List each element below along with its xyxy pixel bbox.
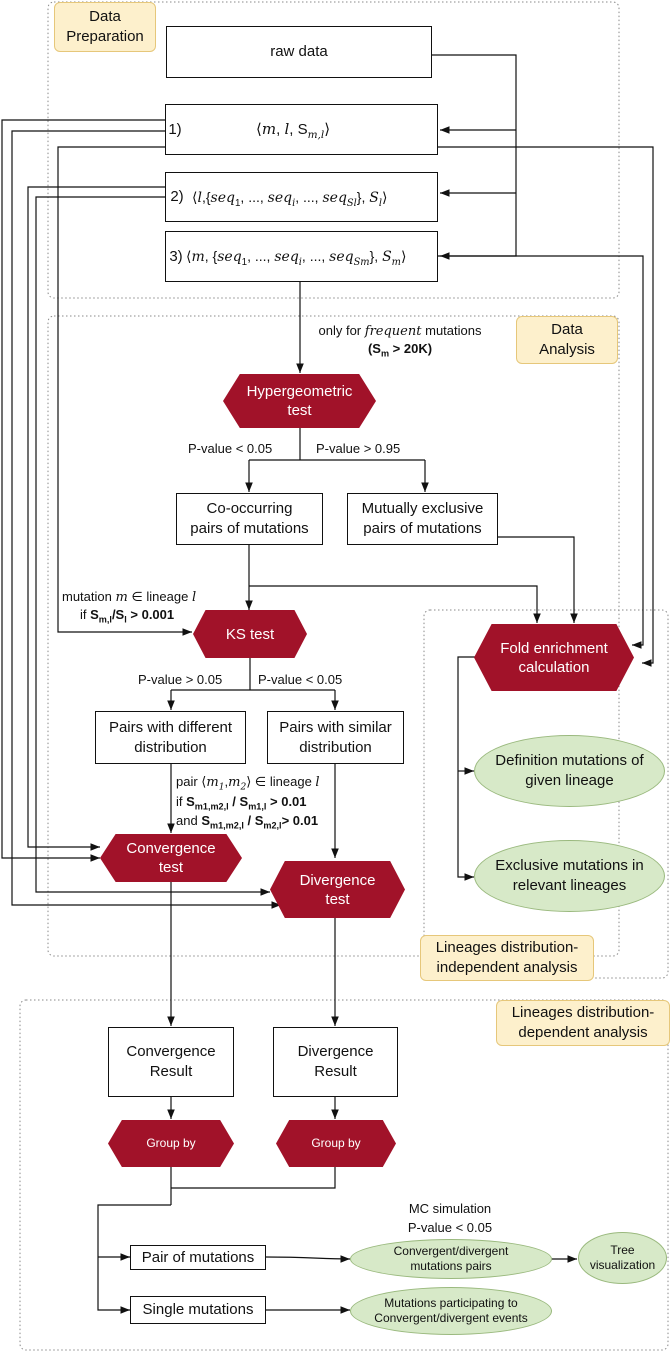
ks-high-pvalue: P-value > 0.05 xyxy=(138,672,223,687)
lineage-sequences-tuple: ⟨l,{seq1, ..., seqi, ..., seqSl}, Sl⟩ xyxy=(192,188,388,209)
mutation-lineage-count-box: 1) ⟨m, l, Sm,l⟩ xyxy=(165,104,438,155)
divergence-result-box: Divergence Result xyxy=(273,1027,398,1097)
lineages-independent-label: Lineages distribution- independent analy… xyxy=(420,935,594,981)
item-1-number: 1) xyxy=(168,120,182,138)
ks-test: KS test xyxy=(193,610,307,658)
definition-mutations-output: Definition mutations of given lineage xyxy=(474,735,665,807)
lineage-sequences-box: 2) ⟨l,{seq1, ..., seqi, ..., seqSl}, Sl⟩ xyxy=(165,172,438,222)
lineages-dependent-label: Lineages distribution- dependent analysi… xyxy=(496,1000,670,1046)
pair-of-mutations-box: Pair of mutations xyxy=(130,1245,266,1270)
convergent-pairs-output: Convergent/divergent mutations pairs xyxy=(350,1239,552,1279)
participating-mutations-output: Mutations participating to Convergent/di… xyxy=(350,1287,552,1335)
group-by-convergence: Group by xyxy=(108,1120,234,1167)
lineages-independent-region xyxy=(423,609,669,979)
group-by-divergence: Group by xyxy=(276,1120,396,1167)
lineage-membership-note: mutation m ∈ lineage l if Sm,l/Sl > 0.00… xyxy=(62,589,197,625)
mutation-lineage-tuple: ⟨m, l, Sm,l⟩ xyxy=(256,120,331,141)
single-mutations-box: Single mutations xyxy=(130,1296,266,1324)
pair-condition-note: pair ⟨m1,m2⟩ ∈ lineage l if Sm1,m2,l / S… xyxy=(176,774,320,831)
raw-data-box: raw data xyxy=(166,26,432,78)
frequent-filter-note: only for frequent mutations (Sm > 20K) xyxy=(318,323,482,359)
mutation-sequences-tuple: ⟨m, {seq1, ..., seqi, ..., seqSm}, Sm⟩ xyxy=(186,248,407,268)
hypergeometric-low-pvalue: P-value < 0.05 xyxy=(188,441,273,456)
data-analysis-region xyxy=(47,315,620,957)
data-analysis-label: Data Analysis xyxy=(516,316,618,364)
data-preparation-label: Data Preparation xyxy=(54,2,156,52)
convergence-test: Convergence test xyxy=(100,834,242,882)
hypergeometric-test: Hypergeometric test xyxy=(223,374,376,428)
similar-distribution-box: Pairs with similar distribution xyxy=(267,711,404,764)
different-distribution-box: Pairs with different distribution xyxy=(95,711,246,764)
mutation-sequences-box: 3) ⟨m, {seq1, ..., seqi, ..., seqSm}, Sm… xyxy=(165,231,438,282)
mutually-exclusive-pairs-box: Mutually exclusive pairs of mutations xyxy=(347,493,498,545)
exclusive-mutations-output: Exclusive mutations in relevant lineages xyxy=(474,840,665,912)
tree-visualization-output: Tree visualization xyxy=(578,1232,667,1284)
hypergeometric-high-pvalue: P-value > 0.95 xyxy=(316,441,401,456)
data-preparation-region xyxy=(47,1,620,299)
co-occurring-pairs-box: Co-occurring pairs of mutations xyxy=(176,493,323,545)
divergence-test: Divergence test xyxy=(270,861,405,918)
item-3-number: 3) xyxy=(169,247,183,265)
convergence-result-box: Convergence Result xyxy=(108,1027,234,1097)
ks-low-pvalue: P-value < 0.05 xyxy=(258,672,343,687)
fold-enrichment-calculation: Fold enrichment calculation xyxy=(474,624,634,691)
item-2-number: 2) xyxy=(170,188,184,205)
